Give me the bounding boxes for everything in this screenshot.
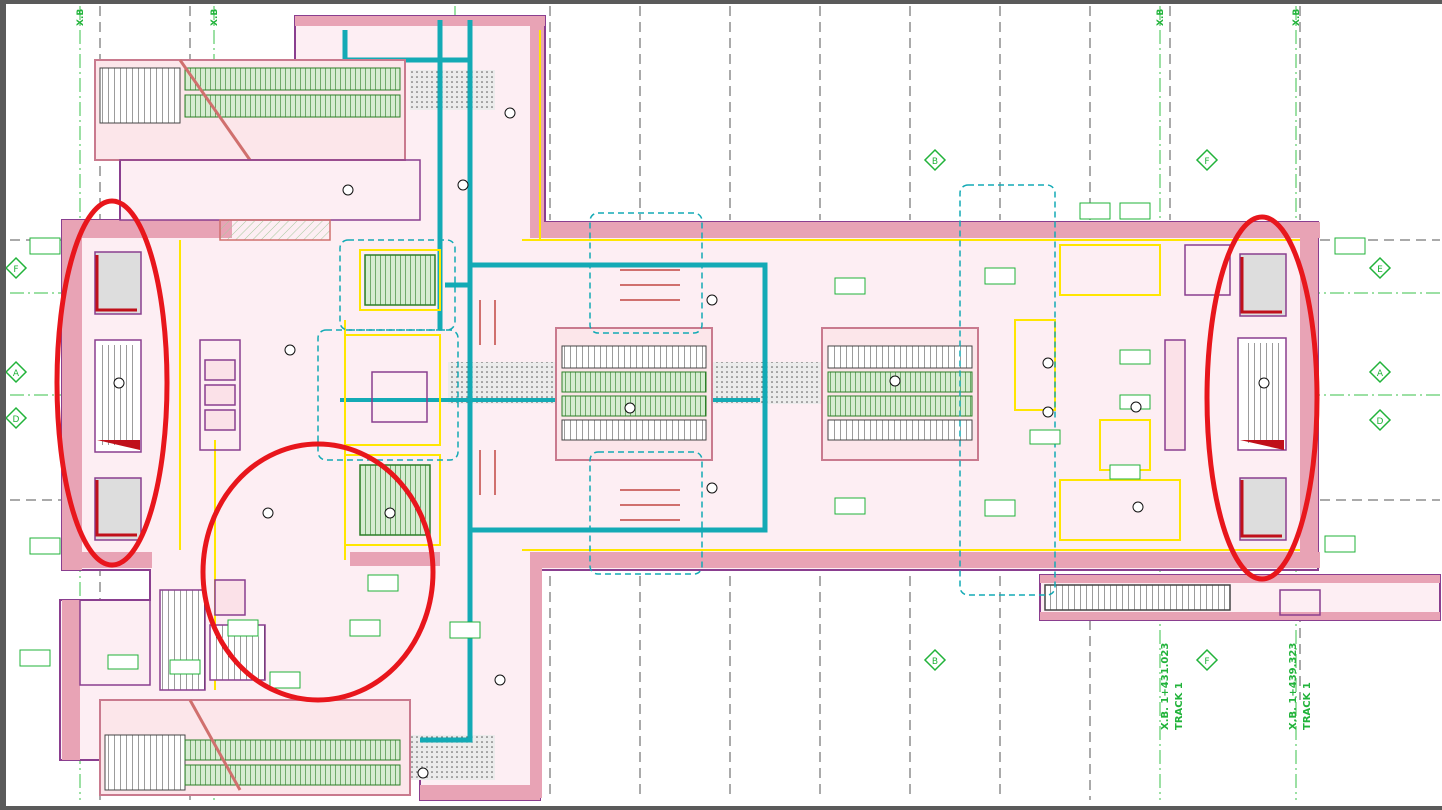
grid-tag: X.B xyxy=(1292,9,1302,26)
grid-tag: X.B xyxy=(210,9,220,26)
marker-label: F xyxy=(1204,157,1209,167)
drawing-sheet: F A D E A D B B F F X.B X.B X.B X.B X.B.… xyxy=(4,4,1442,806)
left-vent-shafts xyxy=(94,251,142,541)
red-highlights xyxy=(54,198,1320,703)
turnstiles xyxy=(479,269,680,521)
escalator-banks xyxy=(94,59,979,796)
device-symbols xyxy=(113,107,1270,779)
dashed-zones xyxy=(317,184,1056,596)
right-rooms xyxy=(1014,244,1321,616)
chainage-track-2: TRACK 1 xyxy=(1302,682,1313,730)
marker-label: F xyxy=(13,265,18,275)
chainage-track-1: TRACK 1 xyxy=(1174,682,1185,730)
marker-label: F xyxy=(1204,657,1209,667)
grid-tag: X.B xyxy=(76,9,86,26)
equipment-tags xyxy=(19,202,1366,689)
marker-label: D xyxy=(1377,417,1384,427)
highlight-left-vent xyxy=(54,198,170,568)
marker-label: E xyxy=(1377,265,1383,275)
highlight-center-rooms xyxy=(200,441,436,703)
chainage-label-1: X.B. 1+431.023 xyxy=(1160,643,1171,730)
grid-tag: X.B xyxy=(1156,9,1166,26)
left-rooms xyxy=(79,159,441,691)
right-vent-shafts xyxy=(1237,253,1287,541)
marker-label: B xyxy=(932,157,938,167)
marker-label: D xyxy=(13,415,20,425)
marker-label: B xyxy=(932,657,938,667)
grid-tags: X.B X.B X.B X.B xyxy=(76,9,1302,26)
chainage-labels: X.B. 1+431.023 TRACK 1 X.B. 1+439.323 TR… xyxy=(1160,643,1313,730)
marker-label: A xyxy=(1377,369,1384,379)
chainage-label-2: X.B. 1+439.323 xyxy=(1288,643,1299,730)
section-markers xyxy=(4,148,1392,672)
highlight-right-vent xyxy=(1204,214,1320,582)
marker-label: A xyxy=(13,369,20,379)
floor-plan: F A D E A D B B F F X.B X.B X.B X.B X.B.… xyxy=(4,6,1441,801)
section-marker-letters: F A D E A D B B F F xyxy=(13,157,1384,667)
